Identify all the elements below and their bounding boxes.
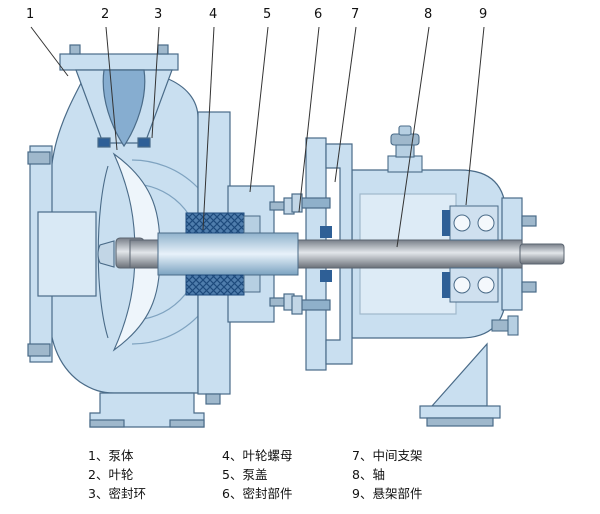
legend: 1、泵体 2、叶轮 3、密封环 4、叶轮螺母 5、泵盖 6、密封部件 7、中间支… bbox=[0, 446, 600, 510]
seal-ring-left bbox=[97, 137, 111, 148]
legend-item-pump-body: 1、泵体 bbox=[88, 448, 134, 463]
casing-foot-pad-left bbox=[89, 419, 125, 428]
bearing-seal-top bbox=[442, 210, 450, 236]
bearing-ball bbox=[453, 276, 471, 294]
callout-7: 7 bbox=[351, 7, 360, 22]
callout-3: 3 bbox=[154, 7, 163, 22]
shaft-sleeve bbox=[157, 232, 299, 276]
end-cover-stud-bottom bbox=[521, 281, 537, 293]
legend-item-pump-cover: 5、泵盖 bbox=[222, 467, 268, 482]
callout-4: 4 bbox=[209, 7, 218, 22]
shaft-end bbox=[519, 243, 565, 265]
callout-6: 6 bbox=[314, 7, 323, 22]
pump-body bbox=[27, 44, 225, 394]
callout-8: 8 bbox=[424, 7, 433, 22]
suction-flange bbox=[59, 53, 179, 71]
legend-column-1: 1、泵体 2、叶轮 3、密封环 bbox=[88, 446, 146, 503]
seal-assembly bbox=[185, 212, 332, 296]
suction-flange-stud-right bbox=[157, 44, 169, 55]
legend-item-shaft: 8、轴 bbox=[352, 467, 385, 482]
leader-line-2 bbox=[105, 26, 118, 151]
support-base bbox=[419, 405, 501, 419]
oil-cap-base bbox=[387, 155, 423, 173]
leader-line-4 bbox=[202, 26, 215, 231]
legend-item-impeller: 2、叶轮 bbox=[88, 467, 134, 482]
bearing-ball bbox=[477, 276, 495, 294]
callout-9: 9 bbox=[479, 7, 488, 22]
support-gusset bbox=[430, 342, 488, 407]
legend-column-3: 7、中间支架 8、轴 9、悬架部件 bbox=[352, 446, 422, 503]
housing-side-bolt bbox=[491, 315, 519, 336]
bracket-nut-top bbox=[291, 193, 303, 213]
legend-item-impeller-nut: 4、叶轮螺母 bbox=[222, 448, 293, 463]
legend-column-2: 4、叶轮螺母 5、泵盖 6、密封部件 bbox=[222, 446, 292, 503]
leader-line-9 bbox=[465, 26, 485, 206]
callout-5: 5 bbox=[263, 7, 272, 22]
casing-cover-block bbox=[37, 211, 97, 297]
leader-line-6 bbox=[298, 26, 320, 213]
bearing-seal-bottom bbox=[442, 272, 450, 298]
side-bolt-nut bbox=[507, 315, 519, 336]
packing-bottom bbox=[185, 274, 245, 296]
legend-item-seal-parts: 6、密封部件 bbox=[222, 486, 293, 501]
bearing-ball bbox=[477, 214, 495, 232]
leader-line-1 bbox=[30, 26, 69, 77]
leader-line-7 bbox=[334, 26, 357, 183]
impeller-nut bbox=[97, 240, 115, 268]
shaft bbox=[129, 232, 565, 276]
leader-lines bbox=[30, 26, 485, 248]
callout-1: 1 bbox=[26, 7, 35, 22]
legend-item-suspension: 9、悬架部件 bbox=[352, 486, 423, 501]
casing-flange-nut-top bbox=[27, 151, 51, 165]
oil-cap-knob bbox=[398, 125, 412, 136]
leader-line-8 bbox=[396, 26, 430, 248]
support-pad bbox=[426, 417, 494, 427]
leader-line-5 bbox=[249, 26, 269, 193]
oil-cap-head bbox=[390, 133, 420, 146]
casing-flange-nut-bottom bbox=[27, 343, 51, 357]
legend-item-mid-bracket: 7、中间支架 bbox=[352, 448, 423, 463]
bracket-body bbox=[325, 143, 353, 365]
cover-foot-stud bbox=[205, 393, 221, 405]
oil-filler-cap bbox=[387, 125, 423, 173]
gland-bottom bbox=[243, 274, 261, 293]
suction-flange-stud-left bbox=[69, 44, 81, 55]
callout-2: 2 bbox=[101, 7, 110, 22]
bracket-seal-top bbox=[320, 226, 332, 238]
supports bbox=[89, 342, 501, 428]
casing-foot-pad-right bbox=[169, 419, 205, 428]
legend-item-seal-ring: 3、密封环 bbox=[88, 486, 146, 501]
seal-ring-right bbox=[137, 137, 151, 148]
end-cover-stud-top bbox=[521, 215, 537, 227]
suction-core bbox=[102, 69, 146, 148]
leader-line-3 bbox=[151, 26, 160, 139]
packing-top bbox=[185, 212, 245, 234]
bearing-ball bbox=[453, 214, 471, 232]
bracket-seal-bottom bbox=[320, 270, 332, 282]
bracket-nut-bottom bbox=[291, 295, 303, 315]
gland-top bbox=[243, 215, 261, 234]
bearings bbox=[442, 205, 499, 303]
